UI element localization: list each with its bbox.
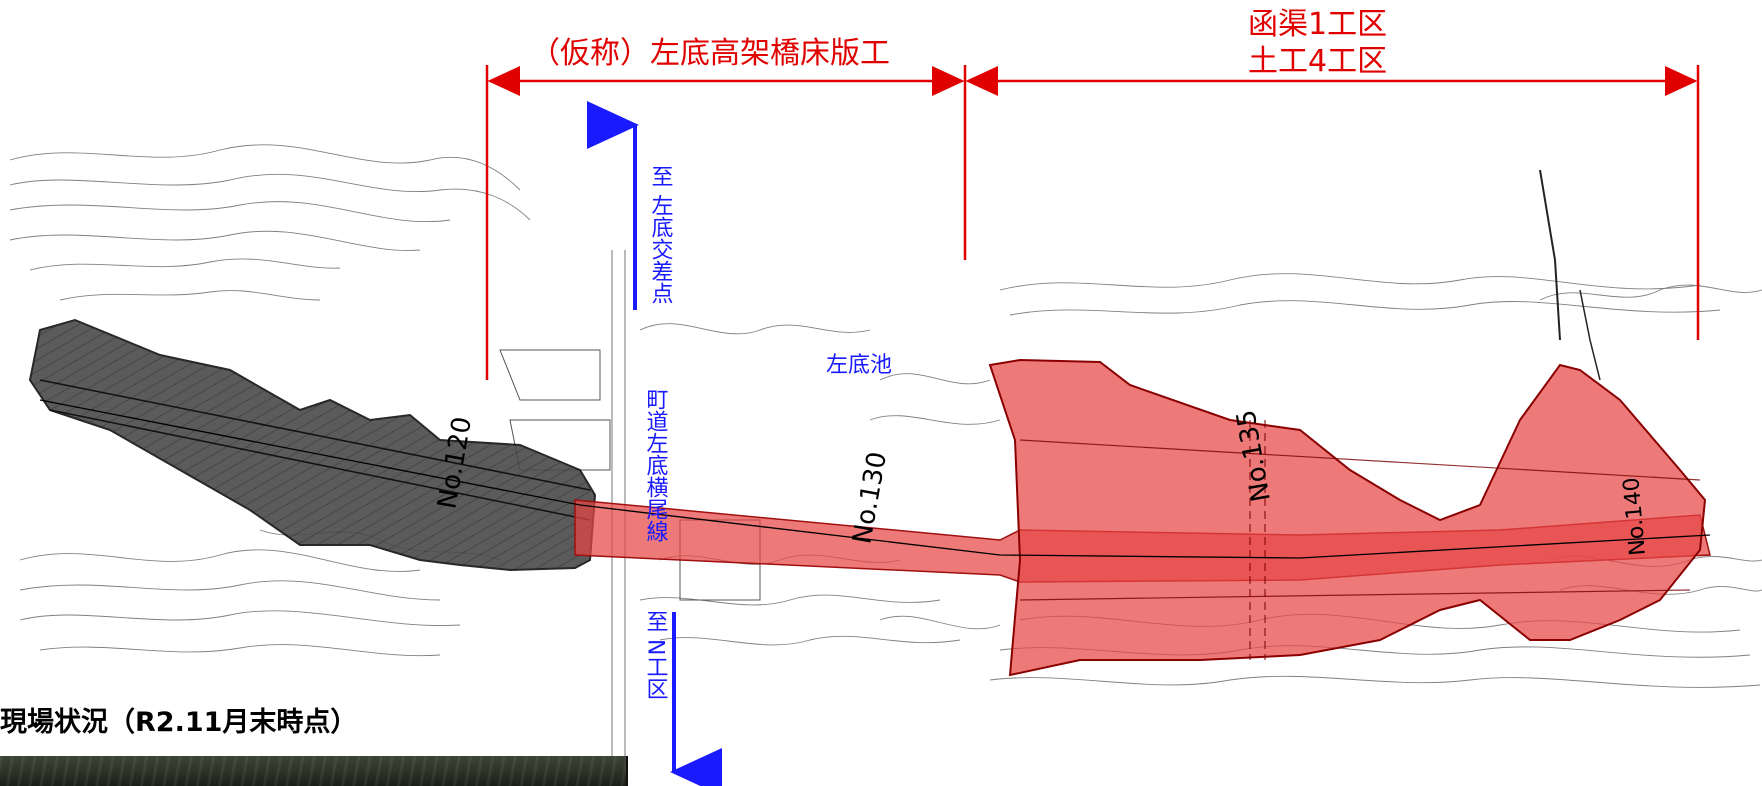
photo-caption: 現場状況（R2.11月末時点） bbox=[0, 707, 358, 738]
planned-earthwork bbox=[574, 358, 1711, 677]
road-centerline bbox=[39, 399, 1711, 559]
culvert-section-label-line1: 函渠1工区 bbox=[1248, 7, 1387, 42]
road-direction-arrows bbox=[587, 101, 722, 786]
road-name-label: 町道左底横尾線 bbox=[643, 388, 669, 542]
road-south-label: 至 N工区 bbox=[643, 610, 668, 699]
culvert-section-label-line2: 土工4工区 bbox=[1248, 44, 1387, 79]
section-boundaries bbox=[485, 65, 1700, 380]
bridge-slab-section-label: （仮称）左底高架橋床版工 bbox=[530, 36, 890, 71]
site-photo bbox=[0, 756, 628, 786]
completed-earthwork bbox=[28, 318, 597, 572]
road-north-label: 至 左底交差点 bbox=[648, 165, 674, 304]
pond-label: 左底池 bbox=[826, 353, 892, 378]
photo-border bbox=[626, 756, 628, 786]
